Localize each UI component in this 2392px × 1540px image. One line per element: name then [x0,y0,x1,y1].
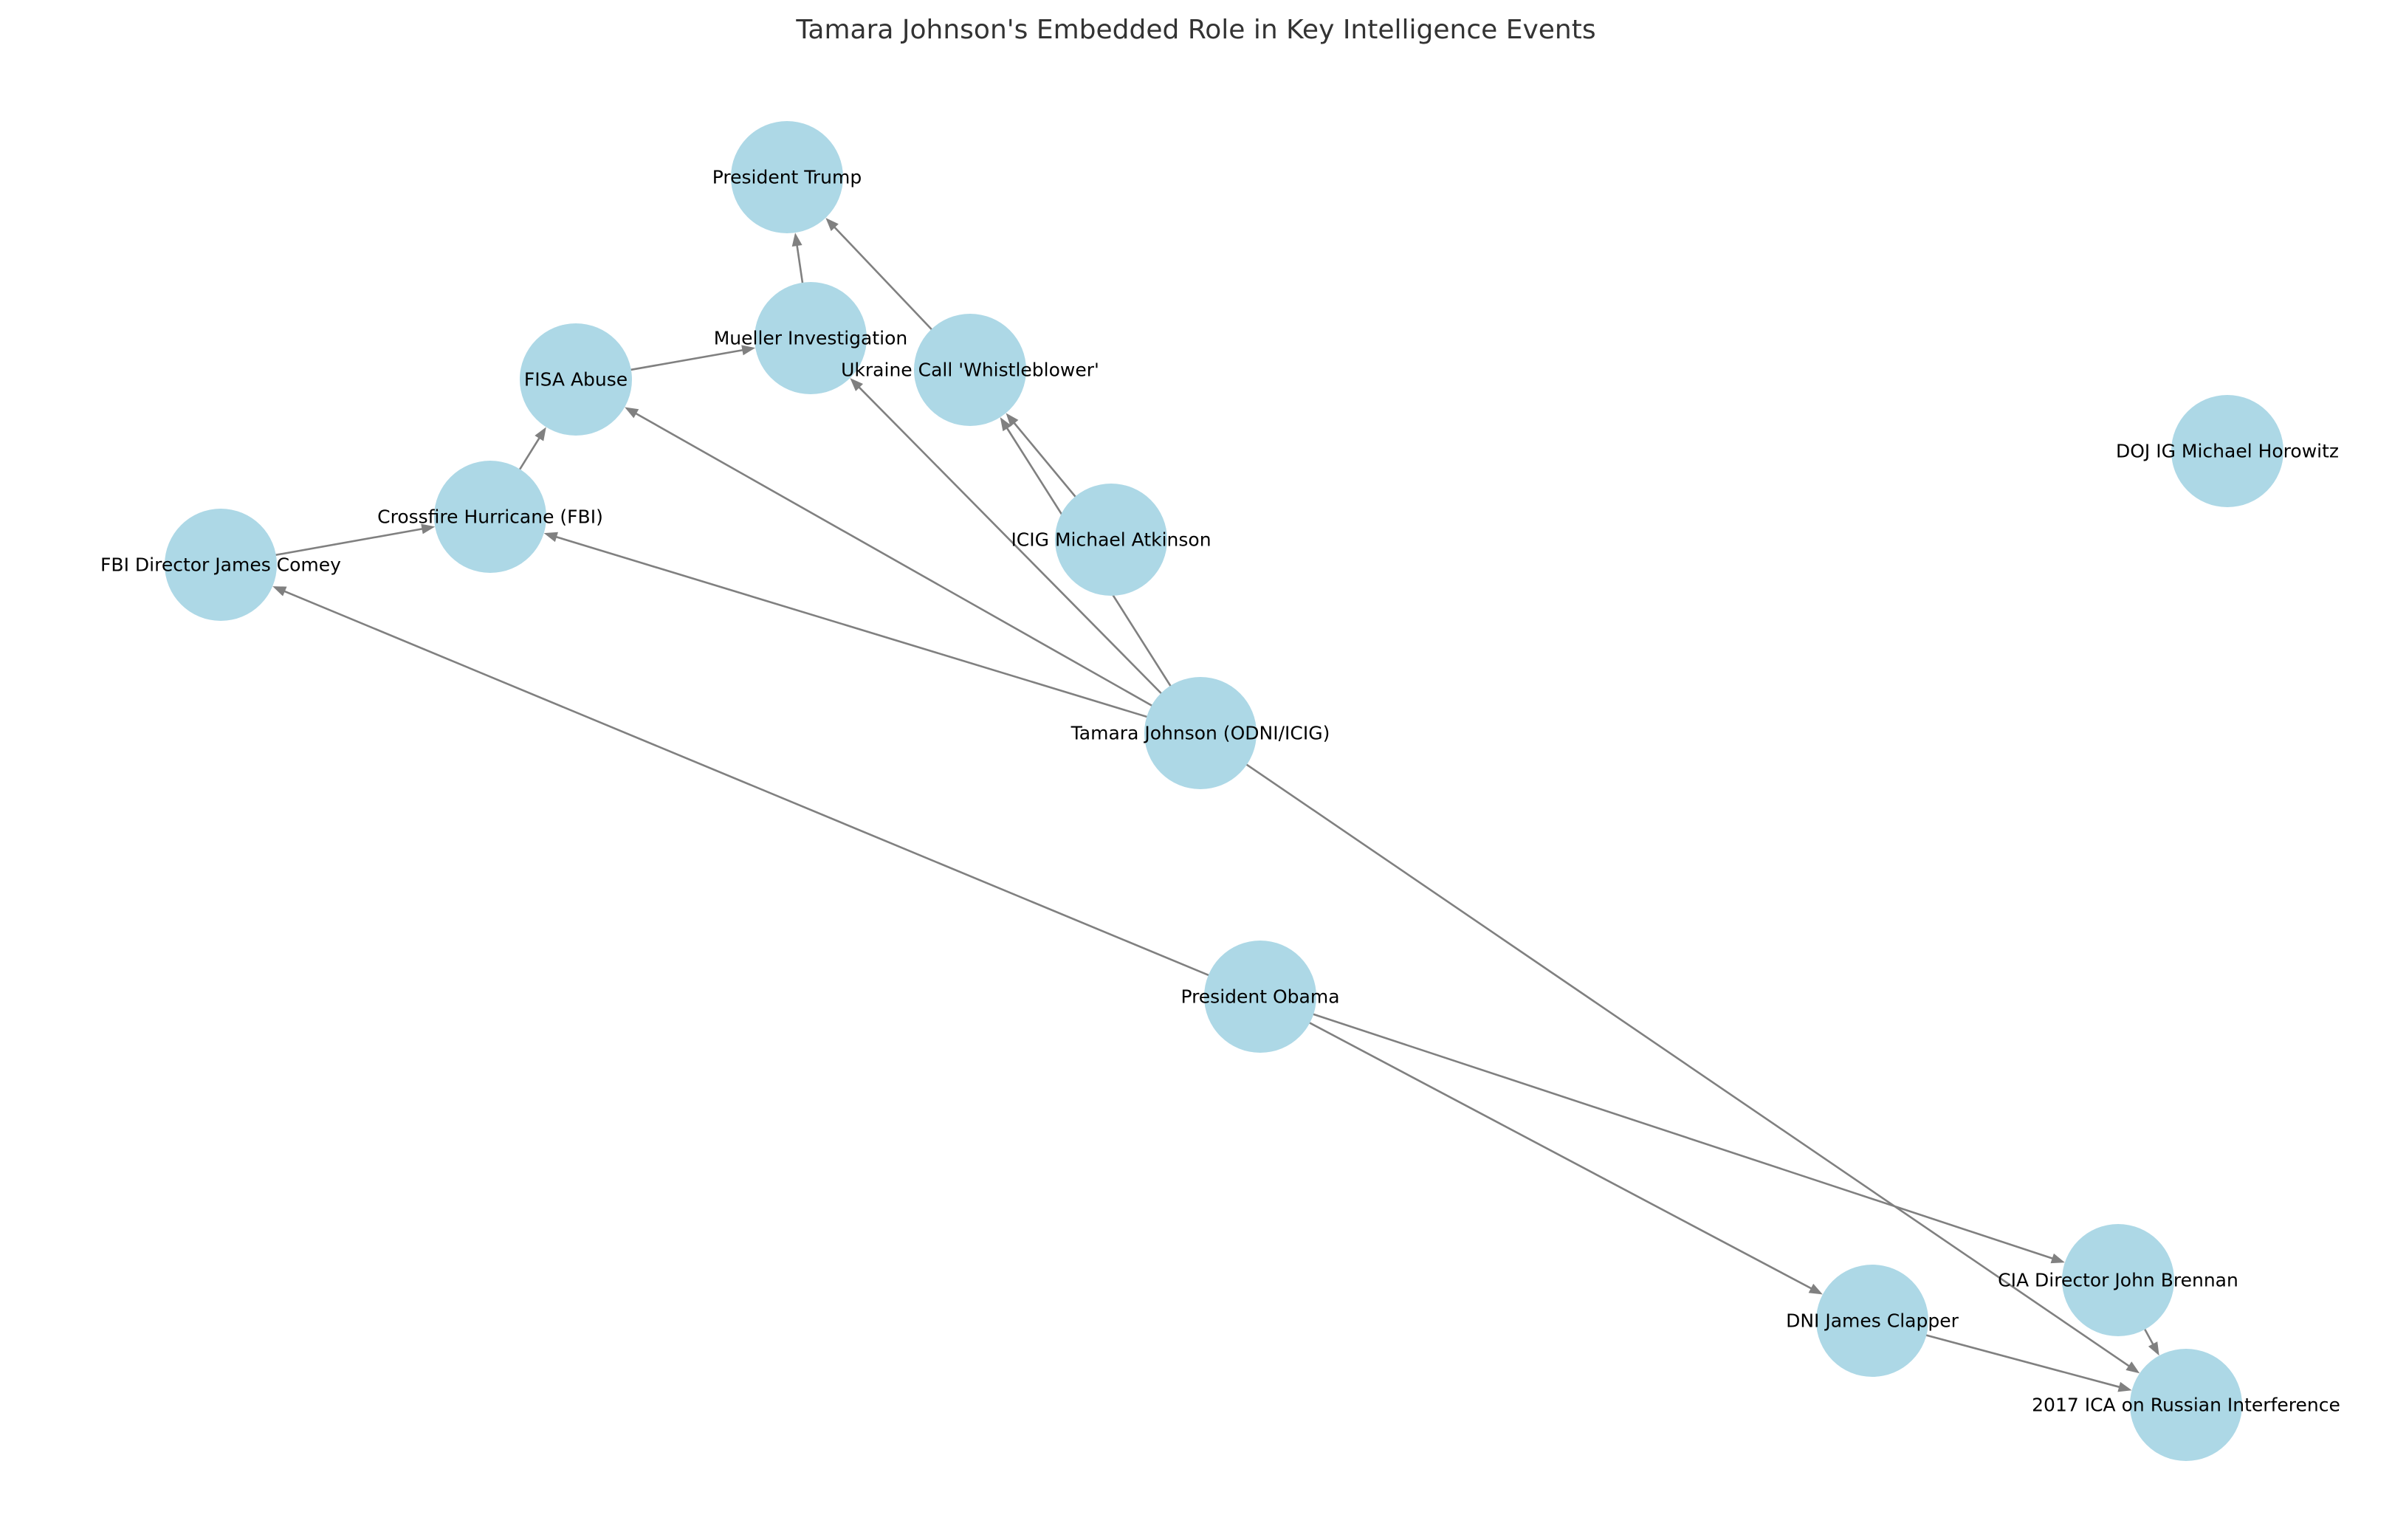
arrowhead-icon [741,345,756,356]
edge-johnson-to-mueller [850,378,1201,734]
node-label: President Obama [1180,986,1339,1008]
arrowhead-icon [272,586,287,597]
arrowhead-icon [543,532,558,543]
node-ukraine: Ukraine Call 'Whistleblower' [841,314,1099,426]
node-comey: FBI Director James Comey [100,509,341,621]
edge-obama-to-comey [272,586,1261,998]
node-clapper: DNI James Clapper [1786,1265,1959,1377]
arrowhead-icon [1000,417,1012,432]
node-label: FISA Abuse [524,369,628,391]
edge-line [1200,732,2132,1369]
node-label: FBI Director James Comey [100,554,341,576]
node-label: CIA Director John Brennan [1998,1270,2238,1291]
edge-line [1259,995,1815,1291]
node-circle [731,121,843,233]
node-atkinson: ICIG Michael Atkinson [1011,484,1212,596]
edge-johnson-to-crossfire [543,532,1201,735]
edge-line [1259,995,2055,1260]
diagram-title: Tamara Johnson's Embedded Role in Key In… [795,15,1595,45]
node-circle [1144,677,1257,789]
arrowhead-icon [535,427,546,441]
arrowhead-icon [850,378,864,391]
node-circle [165,509,277,621]
node-label: Crossfire Hurricane (FBI) [377,506,603,528]
arrowhead-icon [1808,1283,1823,1295]
arrowhead-icon [2050,1253,2065,1264]
edge-line [281,589,1261,998]
edge-obama-to-brennan [1259,995,2065,1264]
node-circle [434,461,546,573]
node-fisa: FISA Abuse [520,323,632,436]
node-obama: President Obama [1180,941,1340,1053]
arrowhead-icon [1006,413,1019,427]
arrowhead-icon [791,233,803,247]
node-circle [1816,1265,1928,1377]
node-circle [2062,1224,2174,1336]
arrowhead-icon [625,407,639,419]
arrowhead-icon [825,218,839,231]
node-crossfire: Crossfire Hurricane (FBI) [377,461,603,573]
node-label: DOJ IG Michael Horowitz [2116,441,2339,462]
node-label: Mueller Investigation [714,328,908,349]
edge-obama-to-clapper [1259,995,1823,1295]
node-circle [2171,395,2283,507]
edge-line [633,411,1201,735]
node-circle [1204,941,1316,1053]
node-label: 2017 ICA on Russian Interference [2032,1395,2340,1416]
edge-line [856,385,1201,734]
edge-johnson-to-ica [1200,732,2140,1374]
node-label: President Trump [712,167,862,188]
node-ica: 2017 ICA on Russian Interference [2032,1349,2340,1461]
node-circle [1055,484,1167,596]
node-mueller: Mueller Investigation [714,282,908,394]
node-circle [2130,1349,2242,1461]
node-circle [755,282,867,394]
node-horowitz: DOJ IG Michael Horowitz [2116,395,2339,507]
node-label: Tamara Johnson (ODNI/ICIG) [1070,723,1330,744]
node-label: Ukraine Call 'Whistleblower' [841,360,1099,381]
node-brennan: CIA Director John Brennan [1998,1224,2238,1336]
node-circle [520,323,632,436]
node-circle [914,314,1026,426]
edge-line [553,534,1201,735]
arrowhead-icon [421,523,436,534]
edge-johnson-to-fisa [625,407,1201,735]
edges-layer [220,218,2159,1392]
arrowhead-icon [2125,1361,2140,1374]
arrowhead-icon [2117,1381,2132,1392]
node-trump: President Trump [712,121,862,233]
node-johnson: Tamara Johnson (ODNI/ICIG) [1070,677,1330,789]
node-label: ICIG Michael Atkinson [1011,529,1211,551]
node-label: DNI James Clapper [1786,1310,1959,1332]
arrowhead-icon [2148,1341,2159,1356]
